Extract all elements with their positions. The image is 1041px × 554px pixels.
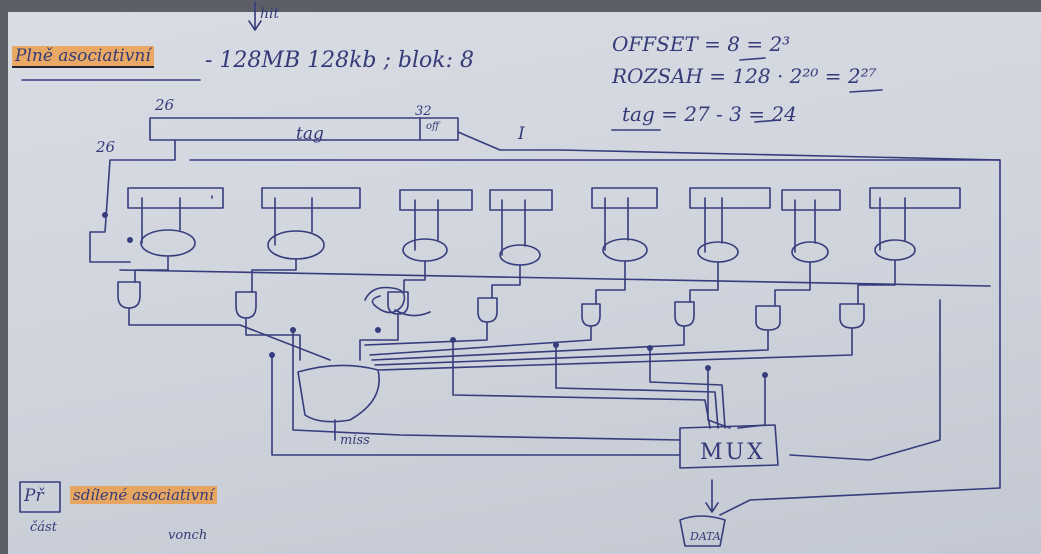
register-top-left-number: 26 <box>155 96 174 114</box>
comparator-8 <box>875 240 915 260</box>
and-gate-8 <box>840 304 864 328</box>
comparator-3 <box>403 239 447 261</box>
comparator-4 <box>500 245 540 265</box>
page-title: Plně asociativní <box>12 46 154 66</box>
address-bus <box>90 140 175 262</box>
example-note-vonch: vonch <box>168 528 207 543</box>
and-gate-2 <box>236 292 256 318</box>
comparator-2 <box>268 231 324 259</box>
comparator-1 <box>141 230 195 256</box>
calc-tag: tag = 27 - 3 = 24 <box>622 102 797 126</box>
way-tag-5 <box>592 188 657 208</box>
register-side-number: 26 <box>96 138 115 156</box>
tag-field-label: tag <box>296 124 324 144</box>
valid-bus <box>120 270 990 286</box>
and-gate-1 <box>118 282 140 308</box>
comparator-6 <box>698 242 738 262</box>
way-tag-3 <box>400 190 472 210</box>
way-tag-4 <box>490 190 552 210</box>
and-gate-6 <box>675 302 694 326</box>
example-label: Př <box>24 486 44 506</box>
and-gate-4 <box>478 298 497 322</box>
cache-spec: - 128MB 128kb ; blok: 8 <box>205 48 474 73</box>
comparator-5 <box>603 239 647 261</box>
or-gate <box>298 365 379 421</box>
data-label: DATA <box>690 530 721 543</box>
mux-label: MUX <box>700 440 766 465</box>
input-label: I <box>518 124 525 144</box>
way-tag-8 <box>870 188 960 208</box>
example-note-cast: část <box>30 520 57 535</box>
and-gate-7 <box>756 306 780 330</box>
and-gate-5 <box>582 304 600 326</box>
comparator-7 <box>792 242 828 262</box>
example-subtitle: sdílené asociativní <box>70 486 217 504</box>
offset-field-label: off <box>426 121 439 132</box>
mux-out <box>706 480 718 512</box>
hit-note: hit <box>260 6 279 22</box>
miss-label: miss <box>340 433 370 448</box>
way-tag-2 <box>262 188 360 208</box>
calc-offset: OFFSET = 8 = 2³ <box>612 32 790 56</box>
way-tag-7 <box>782 190 840 210</box>
calc-rozsah: ROZSAH = 128 · 2²⁰ = 2²⁷ <box>612 64 877 88</box>
way-tag-6 <box>690 188 770 208</box>
register-top-right-number: 32 <box>415 104 432 119</box>
